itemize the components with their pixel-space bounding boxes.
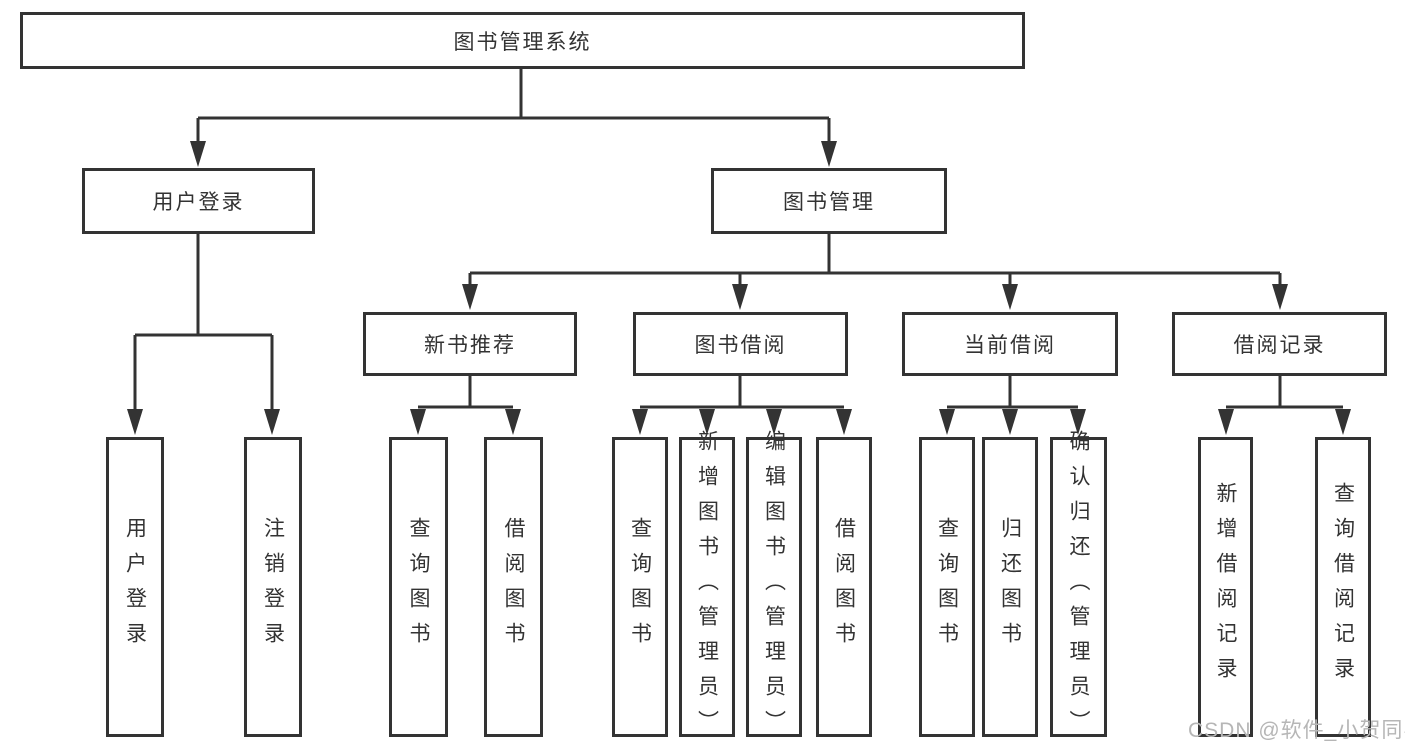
arrow-down-icon xyxy=(190,141,206,167)
node-label: 新书推荐 xyxy=(424,334,516,357)
node-label: 新增图书（管理员） xyxy=(695,429,719,745)
node-borrowing-records: 借阅记录 xyxy=(1172,312,1387,376)
arrow-down-icon xyxy=(1002,409,1018,435)
arrow-down-icon xyxy=(1335,409,1351,435)
connector-userlogin-to-leaves xyxy=(133,234,274,411)
leaf-logout: 注销登录 xyxy=(244,437,302,737)
node-root-library-system: 图书管理系统 xyxy=(20,12,1025,69)
node-label: 查询图书 xyxy=(407,517,430,657)
node-label: 图书管理系统 xyxy=(453,30,592,54)
node-label: 借阅图书 xyxy=(502,517,525,657)
node-label: 新增借阅记录 xyxy=(1214,482,1237,692)
leaf-current-confirm-return-admin: 确认归还（管理员） xyxy=(1050,430,1107,745)
node-user-login: 用户登录 xyxy=(82,168,315,234)
leaf-borrow-edit-books-admin: 编辑图书（管理员） xyxy=(746,430,802,745)
connector-bookborrow-to-leaves xyxy=(640,376,844,409)
node-new-book-recommend: 新书推荐 xyxy=(363,312,577,376)
arrow-down-icon xyxy=(264,409,280,435)
arrow-down-icon xyxy=(732,284,748,310)
node-label: 编辑图书（管理员） xyxy=(762,429,786,745)
node-label: 归还图书 xyxy=(998,517,1022,657)
connector-newbook-to-leaves xyxy=(418,376,513,409)
leaf-borrow-query-books: 查询图书 xyxy=(612,437,668,737)
node-label: 借阅记录 xyxy=(1233,334,1326,357)
node-label: 图书借阅 xyxy=(694,334,787,357)
arrow-down-icon xyxy=(821,141,837,167)
node-book-management: 图书管理 xyxy=(711,168,947,234)
node-label: 注销登录 xyxy=(261,517,285,657)
node-current-borrowing: 当前借阅 xyxy=(902,312,1118,376)
node-label: 图书管理 xyxy=(783,191,875,214)
arrow-down-icon xyxy=(1002,284,1018,310)
arrow-down-icon xyxy=(505,409,521,435)
arrow-down-icon xyxy=(127,409,143,435)
arrow-down-icon xyxy=(836,409,852,435)
leaf-records-query-record: 查询借阅记录 xyxy=(1315,437,1371,737)
leaf-records-add-record: 新增借阅记录 xyxy=(1198,437,1253,737)
leaf-borrow-add-books-admin: 新增图书（管理员） xyxy=(679,430,735,745)
arrow-down-icon xyxy=(410,409,426,435)
node-label: 用户登录 xyxy=(152,191,245,214)
arrow-down-icon xyxy=(632,409,648,435)
node-label: 用户登录 xyxy=(123,517,147,657)
node-label: 借阅图书 xyxy=(832,517,856,657)
leaf-current-query-books: 查询图书 xyxy=(919,437,975,737)
connector-borrowrecords-to-leaves xyxy=(1226,376,1343,409)
watermark: CSDN @软件_小贺同学 xyxy=(1188,719,1405,742)
leaf-newbook-query-books: 查询图书 xyxy=(389,437,448,737)
leaf-current-return-books: 归还图书 xyxy=(982,437,1038,737)
leaf-user-login: 用户登录 xyxy=(106,437,164,737)
node-label: 当前借阅 xyxy=(964,334,1056,357)
node-label: 查询图书 xyxy=(935,517,959,657)
connector-bookmgmt-to-level3 xyxy=(468,234,1282,286)
connector-currentborrow-to-leaves xyxy=(947,376,1078,409)
node-label: 查询借阅记录 xyxy=(1331,482,1355,692)
arrow-down-icon xyxy=(1272,284,1288,310)
arrow-down-icon xyxy=(939,409,955,435)
node-book-borrowing: 图书借阅 xyxy=(633,312,848,376)
node-label: 查询图书 xyxy=(628,517,652,657)
connector-root-to-level2 xyxy=(196,69,831,143)
leaf-newbook-borrow-books: 借阅图书 xyxy=(484,437,543,737)
node-label: 确认归还（管理员） xyxy=(1067,429,1090,745)
leaf-borrow-borrow-books: 借阅图书 xyxy=(816,437,872,737)
arrow-down-icon xyxy=(1218,409,1234,435)
arrow-down-icon xyxy=(462,284,478,310)
